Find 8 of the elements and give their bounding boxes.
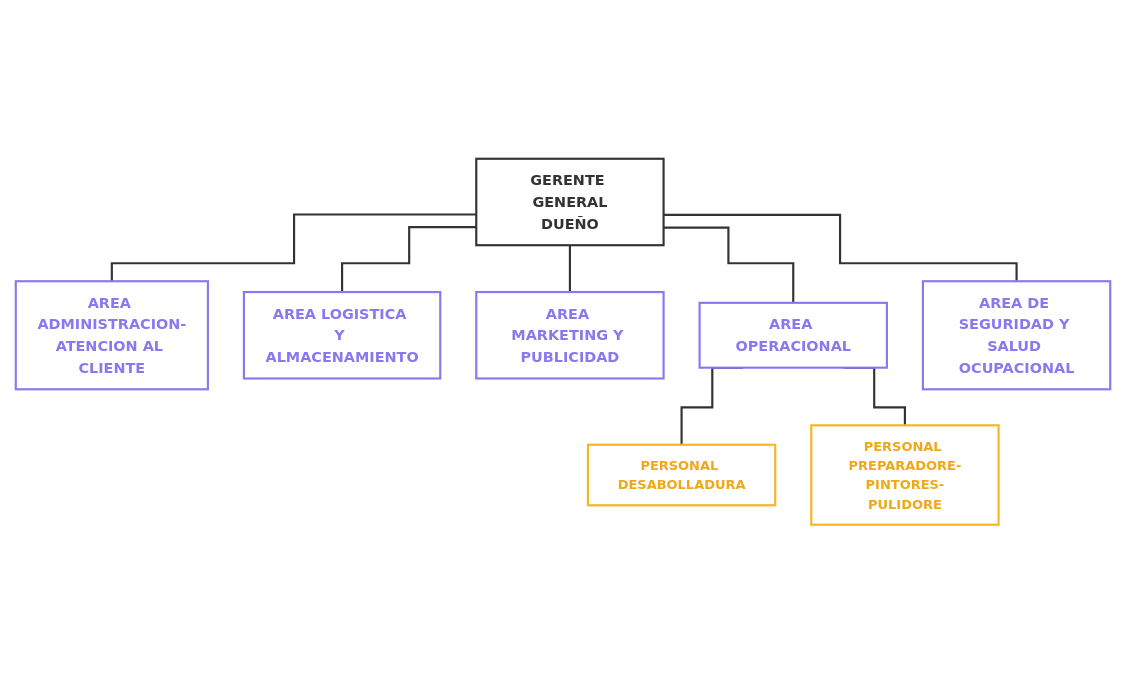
node-box: AREA ADMINISTRACION-ATENCION AL CLIENTE [14, 280, 209, 391]
node-box: GERENTE GENERAL DUEÑO [475, 157, 665, 247]
node-box: PERSONAL PREPARADORE-PINTORES-PULIDORE [810, 424, 1000, 527]
node-box: PERSONAL DESABOLLADURA [586, 443, 777, 507]
node-box: AREA OPERACIONAL [698, 302, 888, 369]
node-box: AREA DE SEGURIDAD Y SALUD OCUPACIONAL [921, 280, 1112, 391]
node-box: AREA MARKETING Y PUBLICIDAD [475, 291, 665, 380]
node-box: AREA LOGISTICA Y ALMACENAMIENTO [242, 291, 442, 380]
